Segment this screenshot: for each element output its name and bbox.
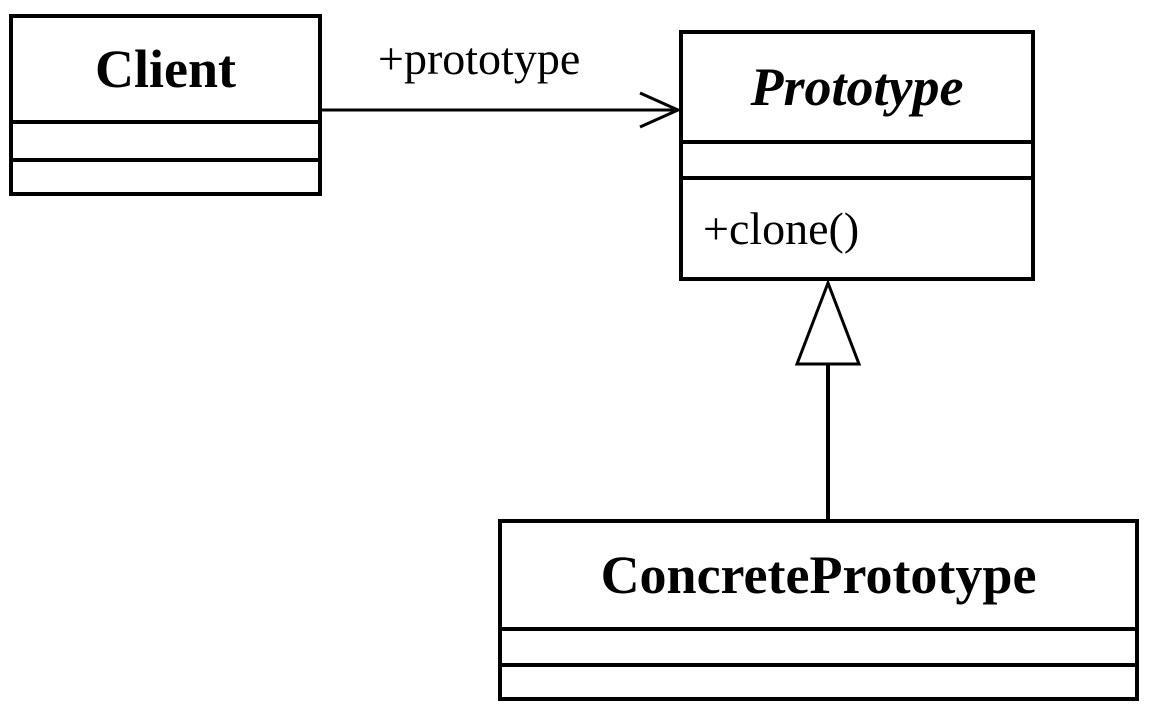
client-class[interactable]: Client [9,14,322,196]
association-arrowhead [639,91,682,129]
association-label: +prototype [378,33,581,84]
attributes-compartment [683,144,1031,180]
class-name: Client [13,18,318,124]
operations-compartment [13,162,318,192]
attributes-compartment [502,631,1135,667]
attributes-compartment [13,124,318,162]
generalization-triangle [794,278,862,366]
prototype-class[interactable]: Prototype +clone() [679,30,1035,281]
operation-clone: +clone() [703,203,860,254]
operations-compartment [502,667,1135,697]
concrete-prototype-class[interactable]: ConcretePrototype [498,519,1139,701]
class-name: ConcretePrototype [502,523,1135,631]
operations-compartment: +clone() [683,180,1031,277]
class-name: Prototype [683,34,1031,144]
